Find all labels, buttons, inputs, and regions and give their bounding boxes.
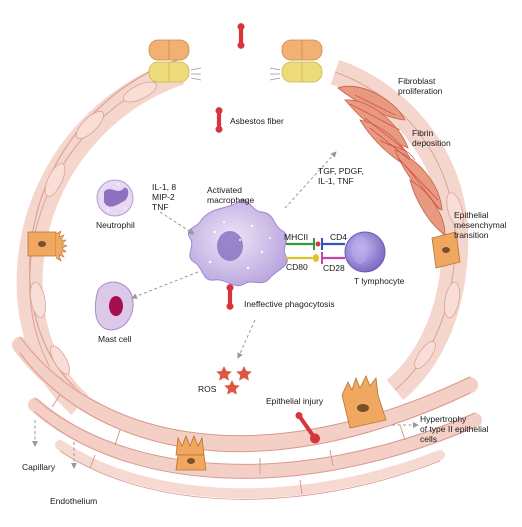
asbestos-fiber-top — [237, 23, 245, 49]
epithelial-cell-bottom — [175, 434, 207, 471]
neutrophil-cell — [96, 179, 134, 217]
activated-macrophage — [187, 198, 288, 287]
cd80-receptor — [286, 254, 319, 262]
mhcii-label: MHCII — [284, 232, 309, 242]
emt-label: Epithelial mesenchymal transition — [454, 210, 507, 240]
dashed-arrows — [32, 151, 419, 469]
cd4-receptor — [321, 238, 345, 250]
endothelium-label: Endothelium — [50, 496, 98, 506]
mhcii-receptor — [286, 238, 321, 250]
t-lymphocyte-cell — [344, 231, 386, 273]
junction-right — [269, 39, 323, 83]
ros-stars — [216, 366, 252, 395]
epithelial-cell-right — [431, 231, 461, 269]
cd28-receptor — [321, 252, 345, 264]
il-cytokines-label: IL-1, 8 MIP-2 TNF — [152, 182, 177, 212]
t-lymphocyte-label: T lymphocyte — [354, 276, 405, 286]
asbestos-fiber-label: Asbestos fiber — [230, 116, 284, 126]
capillary-label: Capillary — [22, 462, 56, 472]
fibrin-deposition-label: Fibrin deposition — [412, 128, 451, 148]
asbestos-fiber-icon — [215, 107, 223, 133]
activated-macrophage-label: Activated macrophage — [207, 185, 255, 205]
neutrophil-label: Neutrophil — [96, 220, 135, 230]
asbestos-fiber-injury — [295, 412, 321, 444]
hypertrophic-epithelial-cell — [341, 375, 387, 429]
fibroblast-proliferation-label: Fibroblast proliferation — [398, 76, 443, 96]
fibroblast-cluster — [337, 85, 446, 236]
ineffective-phagocytosis-label: Ineffective phagocytosis — [244, 299, 335, 309]
junction-left — [148, 39, 202, 83]
tgf-cytokines-label: TGF, PDGF, IL-1, TNF — [318, 166, 364, 186]
hypertrophy-label: Hypertrophy of type II epithelial cells — [420, 414, 489, 444]
epithelial-injury-label: Epithelial injury — [266, 396, 324, 406]
cd80-label: CD80 — [286, 262, 308, 272]
mast-cell-label: Mast cell — [98, 334, 132, 344]
mast-cell — [94, 281, 134, 331]
cd4-label: CD4 — [330, 232, 348, 242]
ros-label: ROS — [198, 384, 217, 394]
epithelial-cell-left — [27, 230, 68, 262]
cd28-label: CD28 — [323, 263, 345, 273]
asbestos-fiber-phagocytosis — [226, 284, 234, 310]
